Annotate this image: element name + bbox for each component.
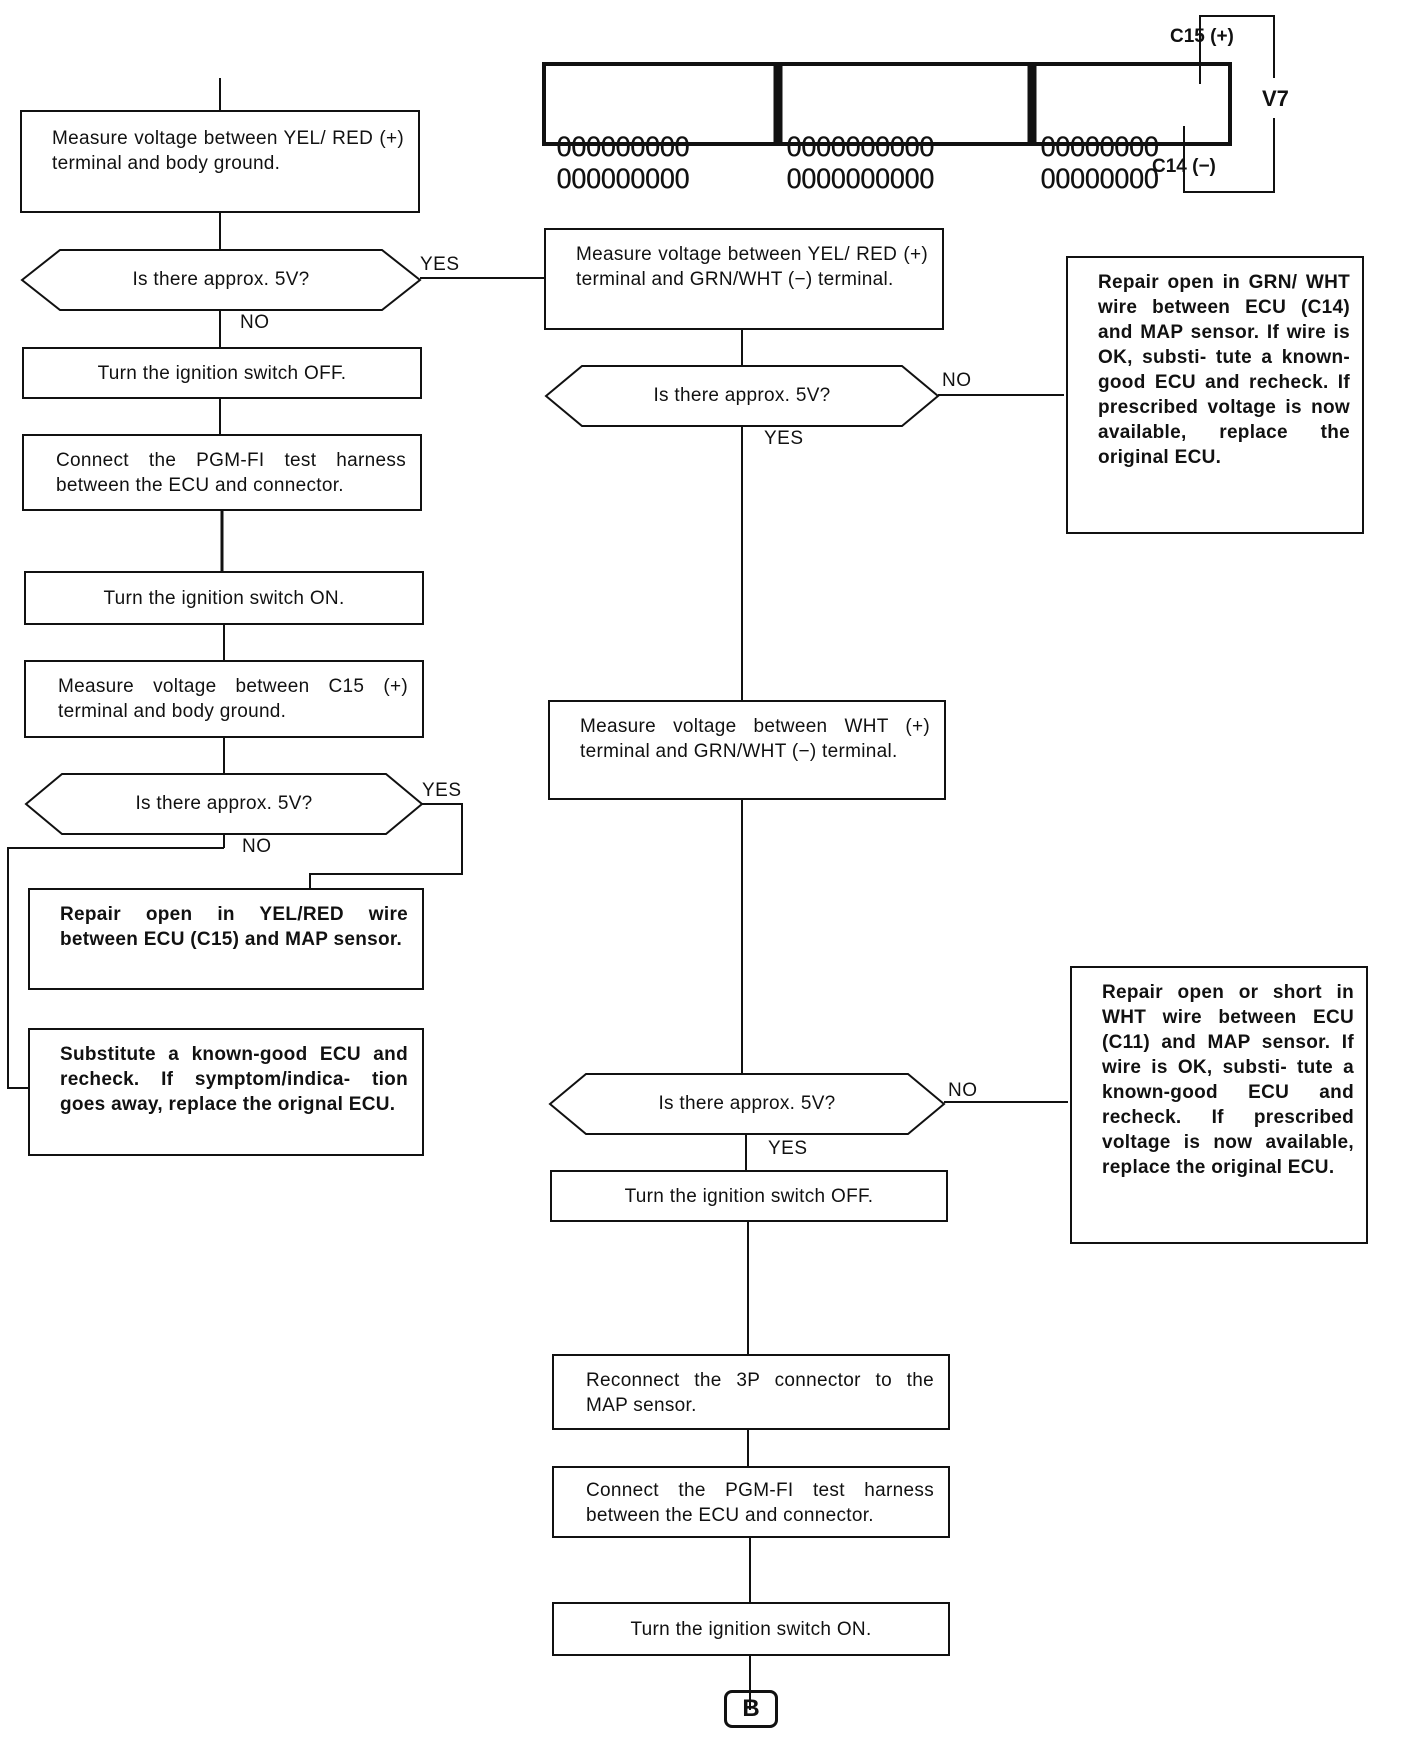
- right-repair-grnwht: Repair open in GRN/ WHT wire between ECU…: [1066, 256, 1364, 534]
- right-step-reconnect-3p: Reconnect the 3P connector to the MAP se…: [552, 1354, 950, 1430]
- right-step-ignition-off: Turn the ignition switch OFF.: [550, 1170, 948, 1222]
- left-step-measure-yelred-body: Measure voltage between YEL/ RED (+) ter…: [20, 110, 420, 213]
- left-step-ignition-off: Turn the ignition switch OFF.: [22, 347, 422, 399]
- right-step-measure-yelred-grnwht: Measure voltage between YEL/ RED (+) ter…: [544, 228, 944, 330]
- left-step-connect-harness: Connect the PGM-FI test harness between …: [22, 434, 422, 511]
- left-decision2-shape: [24, 773, 424, 835]
- right-step-ignition-on: Turn the ignition switch ON.: [552, 1602, 950, 1656]
- right-decision1-no: NO: [942, 370, 972, 391]
- offpage-connector-b[interactable]: B: [724, 1690, 778, 1728]
- c14-terminal-label: C14 (−): [1152, 156, 1216, 177]
- right-step-measure-wht-grnwht: Measure voltage between WHT (+) terminal…: [548, 700, 946, 800]
- right-decision2-shape: [548, 1073, 946, 1135]
- right-decision2-yes: YES: [768, 1138, 808, 1159]
- left-step-ignition-on: Turn the ignition switch ON.: [24, 571, 424, 625]
- ecu-connector: [542, 62, 1232, 146]
- c15-terminal-label: C15 (+): [1170, 26, 1234, 47]
- right-decision1-text: Is there approx. 5V?: [653, 385, 831, 406]
- left-decision1-no: NO: [240, 312, 270, 333]
- right-repair-wht: Repair open or short in WHT wire between…: [1070, 966, 1368, 1244]
- left-decision1-shape: [20, 249, 422, 311]
- left-step-measure-c15: Measure voltage between C15 (+) terminal…: [24, 660, 424, 738]
- left-decision2-text: Is there approx. 5V?: [135, 793, 313, 814]
- left-decision1-text: Is there approx. 5V?: [132, 269, 310, 290]
- right-decision2-no: NO: [948, 1080, 978, 1101]
- left-decision2-yes: YES: [422, 780, 462, 801]
- left-result-substitute-ecu: Substitute a known-good ECU and recheck.…: [28, 1028, 424, 1156]
- left-decision2-no: NO: [242, 836, 272, 857]
- left-result-repair-yelred: Repair open in YEL/RED wire between ECU …: [28, 888, 424, 990]
- right-decision1-shape: [544, 365, 940, 427]
- right-decision1-yes: YES: [764, 428, 804, 449]
- right-decision2-text: Is there approx. 5V?: [658, 1093, 836, 1114]
- left-decision1-yes: YES: [420, 254, 460, 275]
- voltmeter-label: V7: [1262, 86, 1289, 111]
- right-step-connect-harness: Connect the PGM-FI test harness between …: [552, 1466, 950, 1538]
